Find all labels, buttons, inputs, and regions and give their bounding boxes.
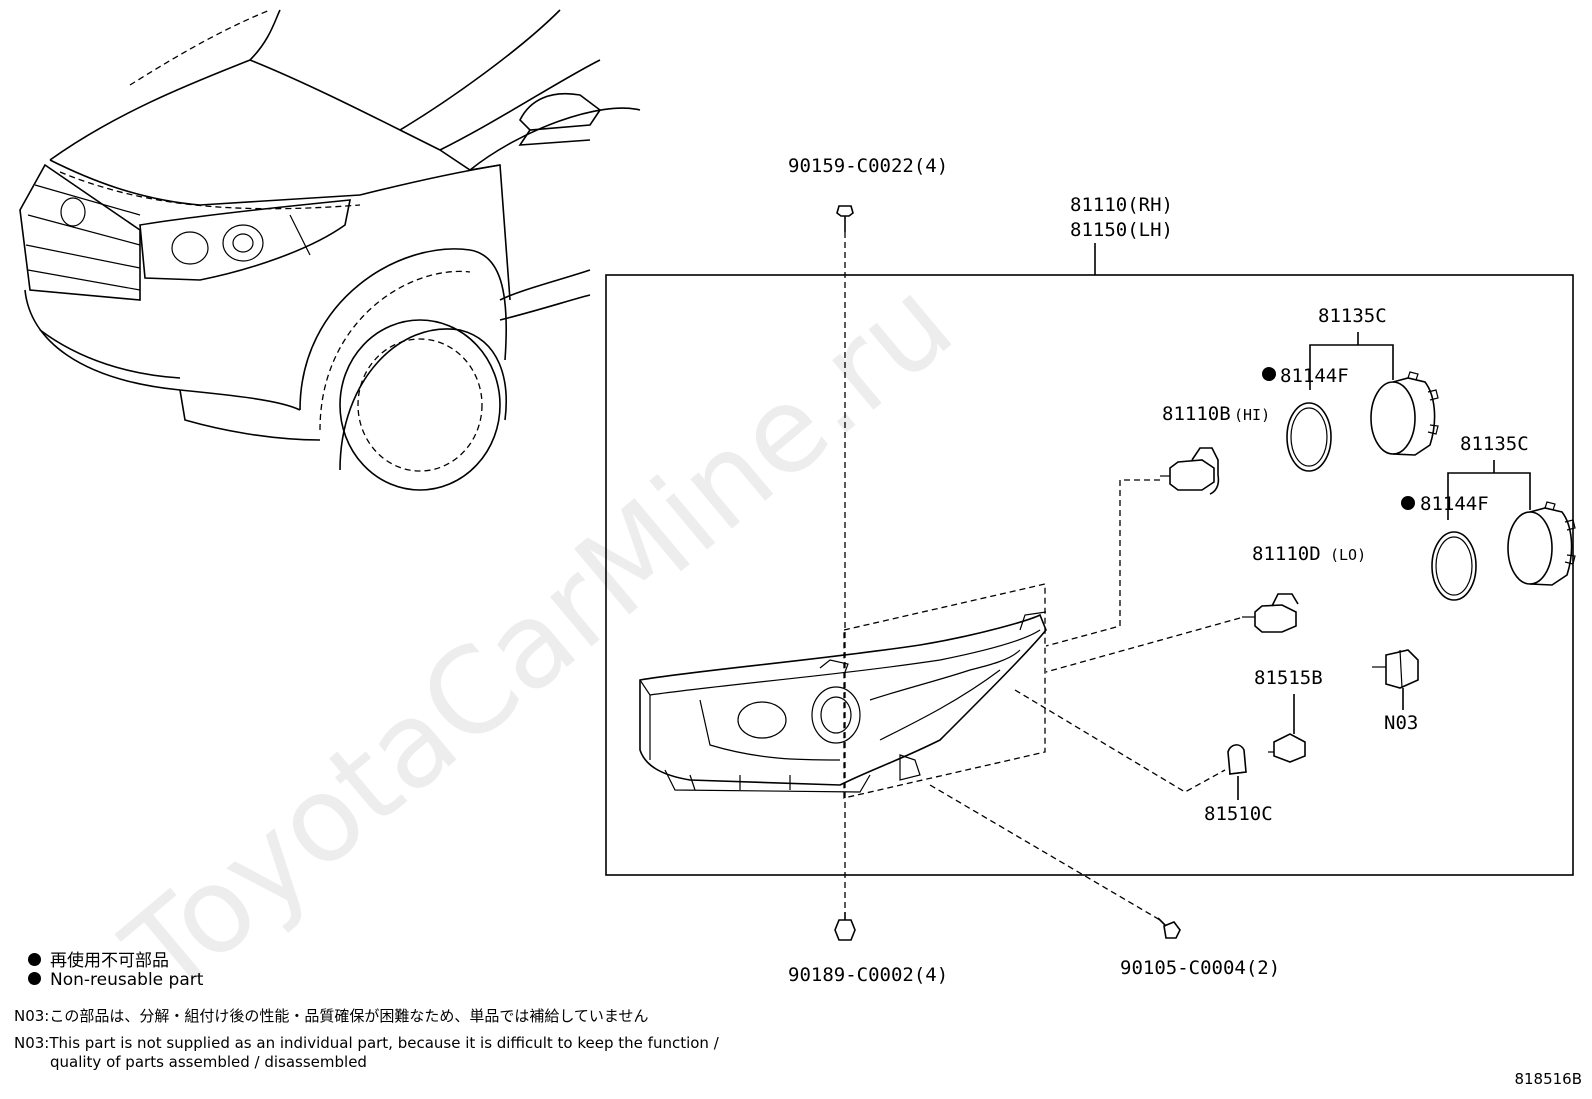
label-cover-1: 81135C xyxy=(1318,305,1387,327)
cover-part-1 xyxy=(1370,371,1439,456)
cover-2-bracket xyxy=(1447,460,1531,520)
legend-dot-icon xyxy=(28,952,41,966)
small-bulb-part xyxy=(1227,744,1247,775)
headlamp-assembly-drawing xyxy=(639,611,1047,793)
small-bulb-leader xyxy=(1014,689,1226,793)
label-bolt-top: 90159-C0022(4) xyxy=(788,155,948,177)
legend-en-text: Non-reusable part xyxy=(50,970,204,990)
note-en-line2: quality of parts assembled / disassemble… xyxy=(50,1053,367,1071)
label-bulb-hi-number: 81110B xyxy=(1162,403,1231,425)
watermark-text: ToyotaCarMine.ru xyxy=(99,253,978,1022)
legend-en: Non-reusable part xyxy=(28,970,203,990)
label-assembly-rh: 81110(RH) xyxy=(1070,194,1173,216)
label-small-bulb: 81510C xyxy=(1204,803,1273,825)
note-jp: N03:この部品は、分解・組付け後の性能・品質確保が困難なため、単品では補給して… xyxy=(14,1007,649,1025)
lo-bulb-part xyxy=(1242,593,1299,633)
label-screw-bottom: 90105-C0004(2) xyxy=(1120,957,1280,979)
label-socket: 81515B xyxy=(1254,667,1323,689)
non-reusable-dot-1 xyxy=(1262,367,1276,381)
label-seal-2: 81144F xyxy=(1420,493,1489,515)
legend-dot-icon xyxy=(28,971,41,985)
diagram-code: 818516B xyxy=(1514,1070,1582,1088)
label-clip-bottom: 90189-C0002(4) xyxy=(788,964,948,986)
clip-bottom-part xyxy=(834,912,856,941)
cover-1-bracket xyxy=(1309,332,1394,390)
bolt-top-part xyxy=(836,205,854,232)
screw-bottom-part xyxy=(1157,917,1181,939)
vehicle-front-illustration xyxy=(19,9,641,491)
label-bulb-lo-number: 81110D xyxy=(1252,543,1321,565)
label-bulb-hi-tag: (HI) xyxy=(1234,406,1270,424)
non-reusable-dot-2 xyxy=(1401,496,1415,510)
hi-bulb-leader xyxy=(1045,479,1160,647)
seal-ring-1 xyxy=(1286,402,1332,472)
socket-part xyxy=(1268,733,1306,763)
label-cover-2: 81135C xyxy=(1460,433,1529,455)
label-bulb-lo-tag: (LO) xyxy=(1330,546,1366,564)
lo-bulb-leader xyxy=(1045,617,1241,673)
actuator-part xyxy=(1372,649,1419,689)
label-seal-1: 81144F xyxy=(1280,365,1349,387)
label-assembly-lh: 81150(LH) xyxy=(1070,219,1173,241)
label-actuator: N03 xyxy=(1384,712,1418,734)
cover-part-2 xyxy=(1507,501,1576,586)
note-en-line1: N03:This part is not supplied as an indi… xyxy=(14,1034,719,1052)
screw-leader xyxy=(929,784,1161,921)
legend-jp-text: 再使用不可部品 xyxy=(50,951,169,971)
hi-bulb-part xyxy=(1160,447,1220,495)
seal-ring-2 xyxy=(1431,531,1477,601)
legend-jp: 再使用不可部品 xyxy=(28,946,169,971)
assembly-dashed-frame xyxy=(843,583,1046,799)
assembly-box xyxy=(605,274,1574,876)
